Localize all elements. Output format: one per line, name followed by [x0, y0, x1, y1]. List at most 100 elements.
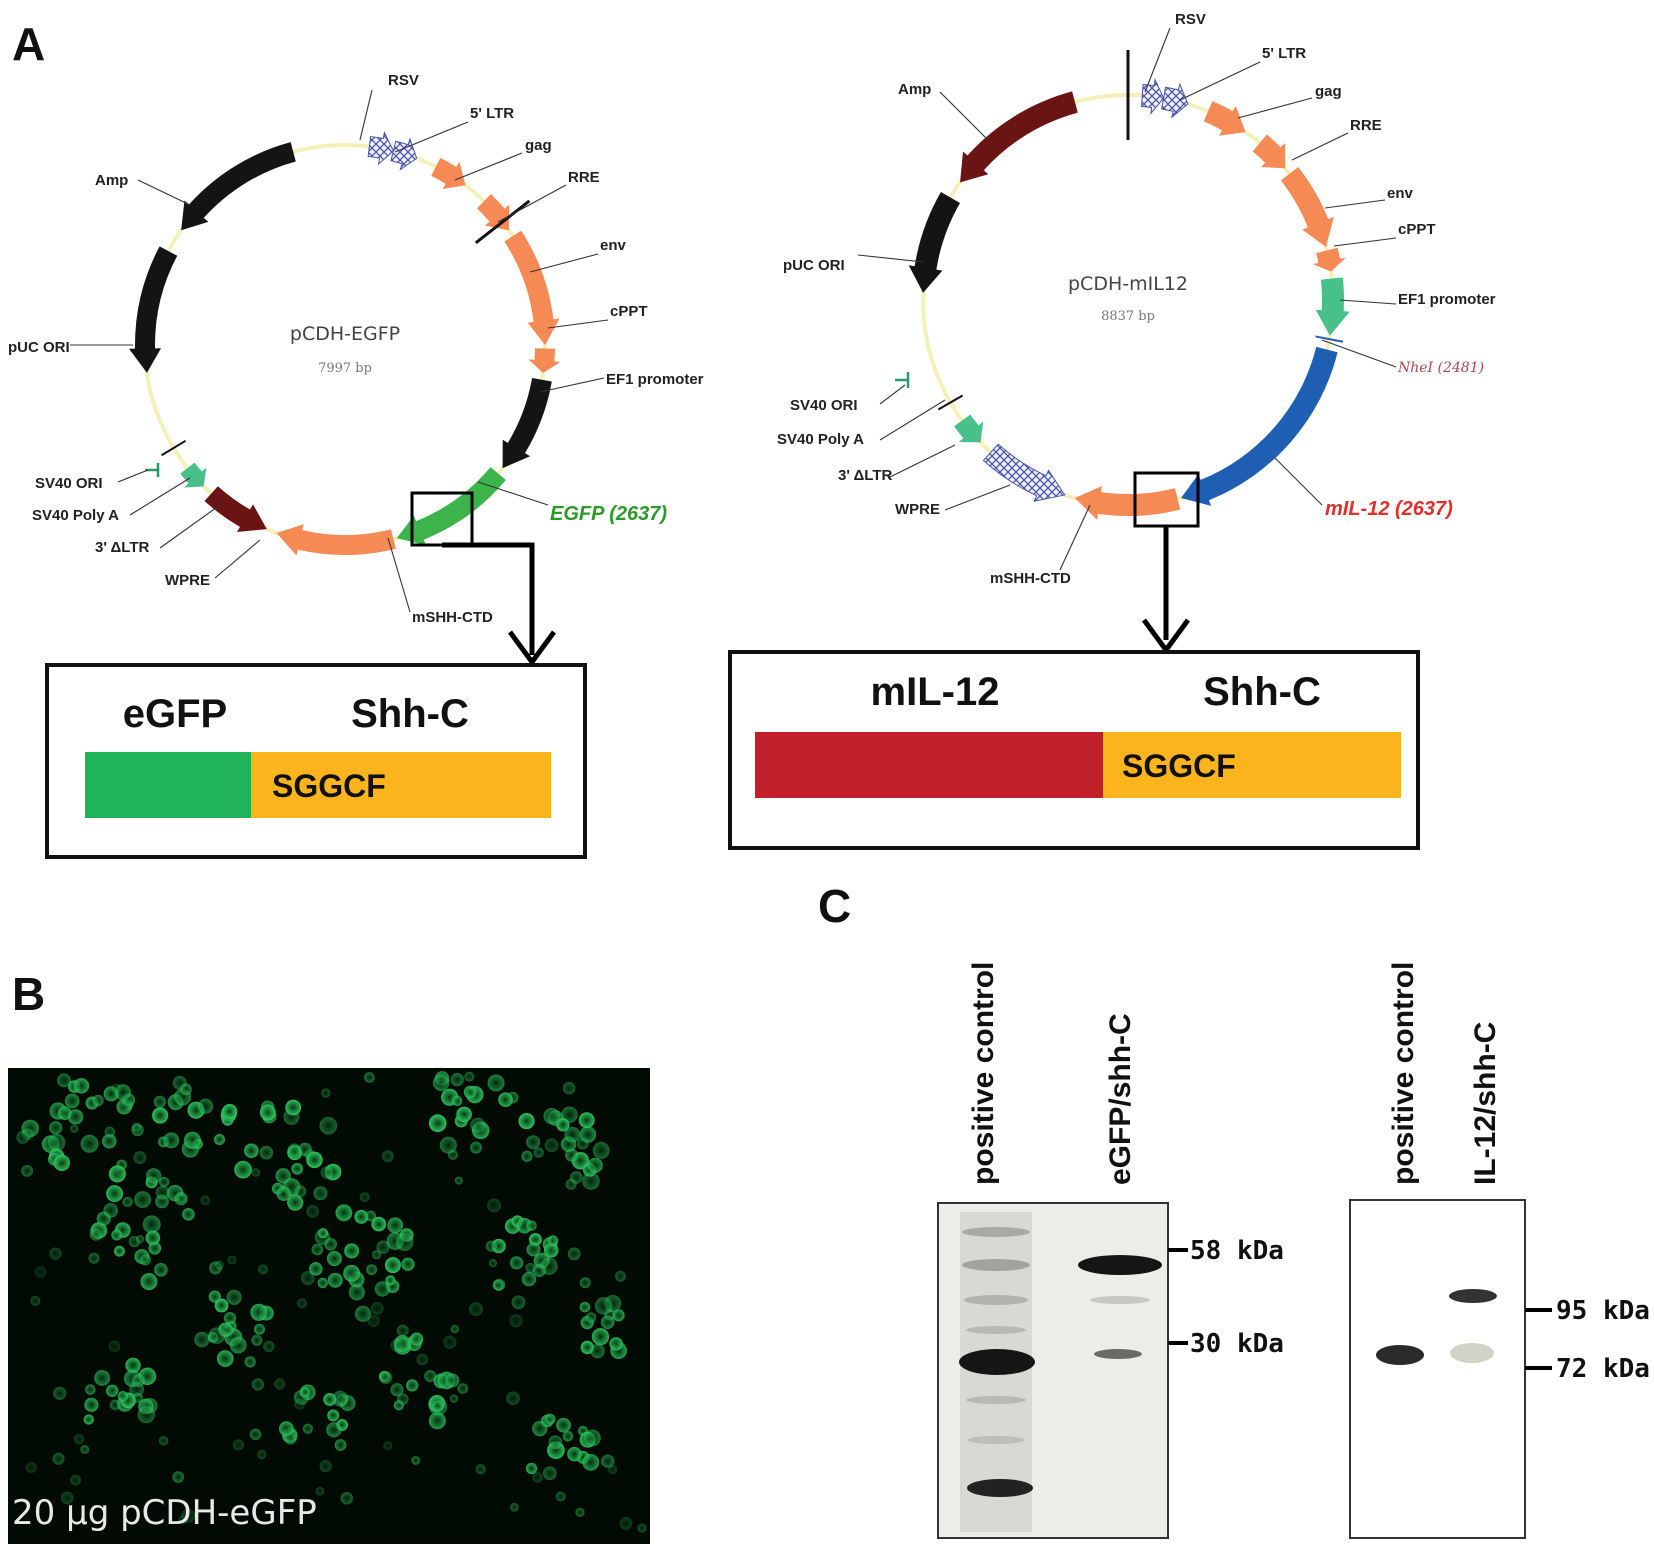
leader-rre	[1291, 132, 1349, 161]
fluorescent-cell	[509, 1314, 523, 1328]
fluorescent-cell	[327, 1409, 340, 1422]
fluorescent-cell	[387, 1217, 404, 1234]
leader-cppt	[547, 319, 609, 329]
fluorescent-cell	[278, 1421, 294, 1437]
fluorescent-cell	[384, 1257, 401, 1274]
fluorescent-cell	[406, 1379, 419, 1392]
construct-gene-label: mIL-12	[871, 670, 1000, 714]
rsv-arrow-1	[367, 131, 395, 166]
fluorescent-cell	[285, 1099, 302, 1116]
fluorescent-cell	[324, 1238, 337, 1251]
ef1-promoter-arrow	[1315, 277, 1350, 336]
marker-label-30: 30 kDa	[1190, 1329, 1284, 1359]
feature-label-rsv: RSV	[1175, 11, 1206, 28]
feature-label-env: env	[600, 237, 627, 254]
fluorescent-cell	[80, 1445, 90, 1454]
egfp-arrow	[396, 467, 506, 546]
fluorescent-cell	[445, 1373, 460, 1388]
rre-arrow	[1252, 134, 1286, 169]
fluorescent-cell	[108, 1340, 121, 1353]
lane-label-1: positive control	[967, 962, 1000, 1185]
fluorescent-cell	[396, 1324, 409, 1337]
construct-tag-bar	[251, 752, 551, 818]
fluorescent-cell	[319, 1116, 338, 1135]
fluorescent-cell	[600, 1315, 615, 1330]
construct-tag-bar	[1103, 732, 1401, 798]
fluorescent-cell	[371, 1216, 387, 1232]
fluorescent-cell	[432, 1074, 450, 1092]
fluorescent-cell	[208, 1290, 221, 1303]
fluorescent-cell	[52, 1452, 65, 1465]
fluorescent-cell	[556, 1118, 570, 1132]
fluorescent-cell	[510, 1502, 519, 1512]
feature-label-wpre: WPRE	[895, 501, 940, 518]
plasmid-map-egfp: pCDH-EGFP 7997 bp RSV 5' LTR gag RRE env…	[8, 72, 704, 667]
fluorescent-cell	[565, 1148, 578, 1162]
site-marker-line	[474, 199, 531, 244]
fluorescent-cell	[227, 1255, 237, 1265]
leader-3ltr	[159, 504, 221, 549]
zoom-arrowhead	[507, 630, 557, 667]
fluorescent-cell	[200, 1195, 211, 1206]
fluorescent-cell	[340, 1491, 353, 1505]
fluorescent-cell	[544, 1243, 559, 1258]
fluorescent-cell	[492, 1279, 504, 1291]
wpre-arrow	[204, 486, 267, 533]
leader-sv40ori	[117, 469, 149, 483]
construct-gene-bar	[755, 732, 1103, 798]
fluorescent-cell	[153, 1095, 166, 1108]
fluorescent-cell	[326, 1251, 342, 1267]
fluorescent-cell	[532, 1472, 543, 1483]
fluorescent-cell	[134, 1191, 152, 1209]
band-positive-control	[1376, 1345, 1424, 1365]
leader-egfp	[477, 481, 549, 506]
fluorescent-cell	[525, 1462, 538, 1475]
feature-label-cppt: cPPT	[610, 303, 648, 320]
marker-label-58: 58 kDa	[1190, 1236, 1284, 1266]
feature-label-5ltr: 5' LTR	[470, 105, 514, 122]
fluorescent-cell	[300, 1271, 315, 1285]
cell-field	[16, 1071, 647, 1533]
fluorescent-cell	[135, 1235, 145, 1244]
fluorescent-cell	[253, 1323, 265, 1335]
leader-ef1	[539, 377, 605, 393]
fluorescent-cell	[443, 1335, 457, 1349]
puc-ori-arrow	[908, 192, 960, 293]
fluorescent-cell	[276, 1186, 291, 1201]
insert-label-egfp: EGFP (2637)	[550, 503, 667, 525]
ef1-promoter-arrow	[502, 377, 552, 469]
fluorescent-cell	[250, 1303, 268, 1321]
fluorescent-cell	[251, 1334, 263, 1346]
fluorescent-cell	[208, 1327, 226, 1344]
fluorescent-cell	[567, 1446, 582, 1462]
fluorescent-cell	[129, 1381, 145, 1397]
fluorescent-cell	[364, 1072, 375, 1083]
fluorescent-cell	[291, 1162, 303, 1175]
leader-rsv	[359, 89, 373, 141]
sv40-polya-tick	[937, 394, 964, 411]
mil12-arrow	[1181, 346, 1338, 506]
fluorescent-cell	[601, 1454, 615, 1468]
construct-box-egfp: eGFP Shh-C SGGCF	[45, 663, 587, 859]
fluorescent-cell	[385, 1275, 396, 1286]
fluorescent-cell	[182, 1208, 195, 1221]
fluorescent-cell	[223, 1324, 235, 1336]
fluorescent-cell	[526, 1242, 541, 1257]
fluorescent-cell	[183, 1131, 201, 1149]
fluorescent-cell	[320, 1166, 334, 1179]
fluorescent-cell	[296, 1298, 308, 1309]
fluorescent-cell	[145, 1230, 161, 1246]
ltr3-arrow	[954, 414, 984, 443]
fluorescent-cell	[390, 1383, 404, 1397]
fluorescent-cell	[609, 1337, 623, 1351]
leader-nhe	[1321, 339, 1397, 368]
fluorescent-cell	[114, 1245, 125, 1257]
fluorescent-cell	[244, 1356, 256, 1368]
fluorescent-cell	[263, 1340, 275, 1353]
fluorescent-cell	[401, 1257, 415, 1271]
fluorescent-cell	[249, 1428, 262, 1441]
band-il12-shh-95	[1449, 1289, 1497, 1303]
fluorescent-cell	[317, 1277, 328, 1289]
fluorescent-cell	[424, 1370, 437, 1382]
marker-label-95: 95 kDa	[1556, 1296, 1650, 1326]
